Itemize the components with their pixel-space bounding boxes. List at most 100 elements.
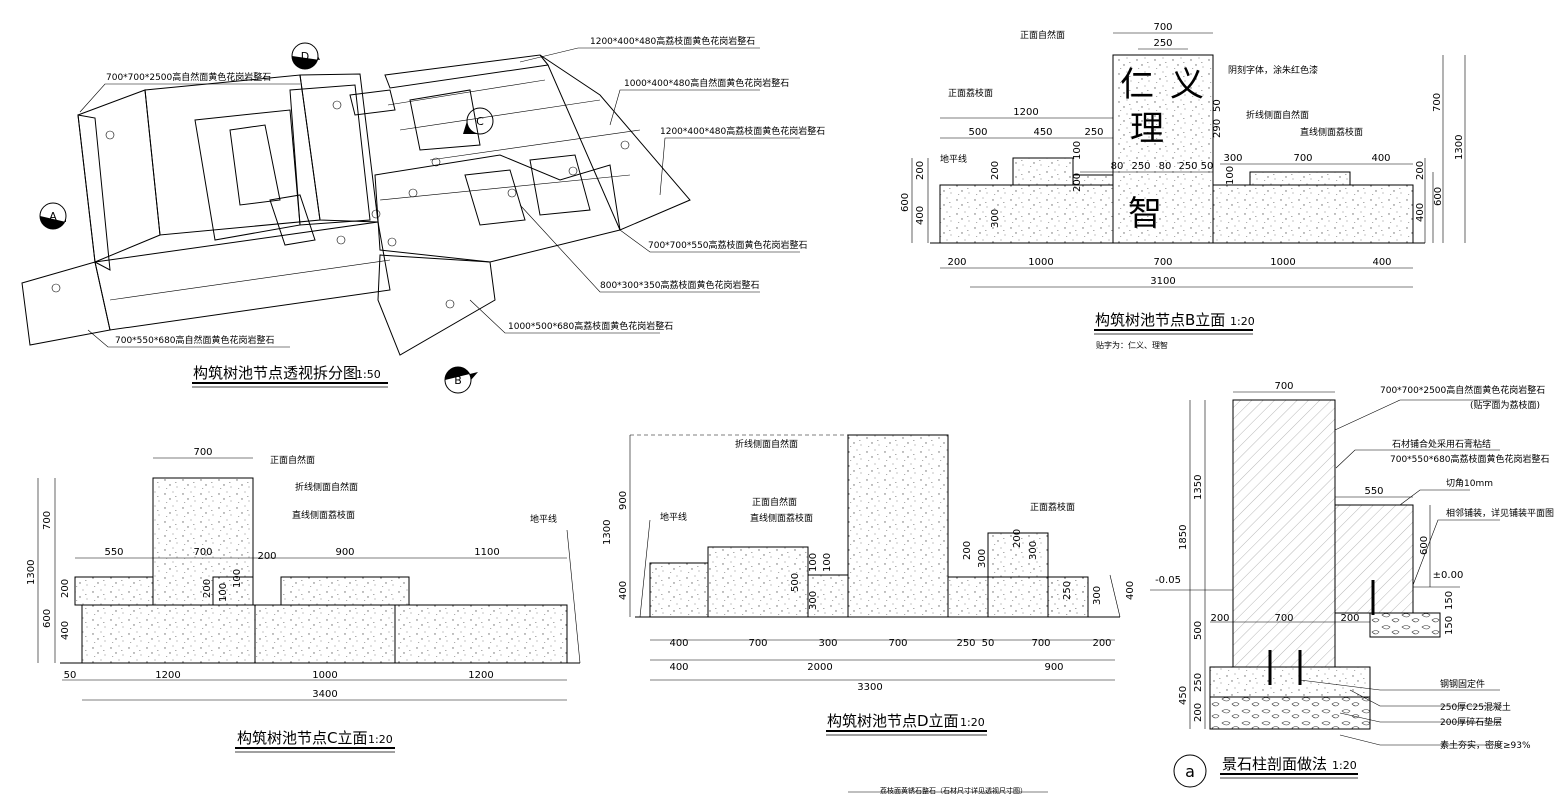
c-title: 构筑树池节点C立面 (237, 729, 367, 747)
c-dim-v-400: 400 (60, 621, 71, 640)
a-note-1: 700*700*2500高自然面黄色花岗岩整石 (1380, 384, 1545, 396)
c-note-ground: 地平线 (530, 513, 557, 525)
b-dim-mid-250b: 250 (1178, 161, 1197, 172)
a-level-minus: -0.05 (1155, 575, 1181, 586)
d-scale: 1:20 (960, 716, 985, 729)
d-dim-r1-250: 250 (956, 638, 975, 649)
a-level-zero: ±0.00 (1433, 570, 1464, 581)
a-dim-550: 550 (1364, 486, 1383, 497)
d-note-front-litchi: 正面荔枝面 (1030, 501, 1075, 513)
c-dim-1200a: 1200 (155, 670, 180, 681)
a-note-5: 切角10mm (1446, 477, 1493, 489)
a-note-8: 250厚C25混凝土 (1440, 701, 1511, 713)
a-dim-700b: 700 (1274, 613, 1293, 624)
b-dim-mid-300: 300 (1223, 153, 1242, 164)
b-dim-v-200c: 200 (915, 161, 926, 180)
b-dim-bot-700: 700 (1153, 257, 1172, 268)
c-note-front-natural: 正面自然面 (270, 454, 315, 466)
a-dim-v-1350: 1350 (1193, 475, 1204, 500)
section-marker-b: B (444, 366, 478, 394)
b-note-front-litchi: 正面荔枝面 (948, 87, 993, 99)
d-dim-v-300b: 300 (1028, 541, 1039, 560)
d-dim-v-1300: 1300 (602, 520, 613, 545)
marker-b-label: B (454, 374, 462, 387)
d-dim-v-100a: 100 (808, 553, 819, 572)
iso-label-6: 800*300*350高荔枝面黄色花岗岩整石 (600, 279, 760, 291)
b-dim-v-290a: 290 (1212, 119, 1223, 138)
a-dim-200b: 200 (1340, 613, 1359, 624)
d-dim-r1-50: 50 (982, 638, 995, 649)
b-char-3: 理 (1130, 109, 1164, 149)
a-dim-v-1850: 1850 (1178, 525, 1189, 550)
b-dim-mid-700: 700 (1293, 153, 1312, 164)
d-dim-v-400b: 400 (1125, 581, 1136, 600)
b-dim-v-100b: 100 (1225, 166, 1236, 185)
b-dim-v-400a: 400 (915, 206, 926, 225)
c-dim-200: 200 (257, 551, 276, 562)
b-char-1: 仁 (1120, 65, 1154, 105)
footer-partial-note: 荔枝面黄锈石整石（石材尺寸详见透视尺寸图） (880, 786, 1027, 794)
c-dim-v-700: 700 (42, 511, 53, 530)
b-dim-v-1300: 1300 (1454, 135, 1465, 160)
d-dim-r1-700a: 700 (748, 638, 767, 649)
d-dim-v-250: 250 (1062, 581, 1073, 600)
d-dim-v-900: 900 (618, 491, 629, 510)
b-dim-total: 3100 (1150, 276, 1175, 287)
a-dim-200a: 200 (1210, 613, 1229, 624)
d-note-fold-side: 折线侧面自然面 (735, 438, 798, 450)
d-dim-v-500: 500 (790, 573, 801, 592)
d-dim-v-300c: 300 (1092, 586, 1103, 605)
b-note-ground: 地平线 (940, 153, 967, 165)
a-scale: 1:20 (1332, 759, 1357, 772)
c-dim-700b: 700 (193, 547, 212, 558)
c-dim-v-600: 600 (42, 609, 53, 628)
a-note-4: 700*550*680高荔枝面黄色花岗岩整石 (1390, 453, 1550, 465)
marker-a-label: A (49, 210, 57, 223)
a-title: 景石柱剖面做法 (1222, 755, 1327, 773)
c-note-straight-side: 直线侧面荔枝面 (292, 509, 355, 521)
section-marker-a: A (39, 202, 67, 230)
d-dim-v-300: 300 (808, 591, 819, 610)
d-dim-r1-200: 200 (1092, 638, 1111, 649)
c-dim-v-1300: 1300 (26, 560, 37, 585)
d-dim-v-200a: 200 (962, 541, 973, 560)
b-char-4: 智 (1128, 194, 1162, 234)
d-dim-v-400: 400 (618, 581, 629, 600)
iso-label-4: 1200*400*480高荔枝面黄色花岗岩整石 (660, 125, 825, 137)
c-dim-550: 550 (104, 547, 123, 558)
b-dim-bot-1000b: 1000 (1270, 257, 1295, 268)
b-dim-mid-50: 50 (1201, 161, 1214, 172)
d-dim-r2-400: 400 (669, 662, 688, 673)
d-note-straight-side: 直线侧面荔枝面 (750, 512, 813, 524)
iso-label-3: 1000*400*480高自然面黄色花岗岩整石 (624, 77, 789, 89)
elevation-b: 仁 义 理 智 智 正面自然面 阴刻字体，涂朱红色漆 正面荔枝面 (900, 22, 1466, 350)
c-dim-v-100b: 100 (232, 569, 243, 588)
b-dim-v-200b: 200 (990, 161, 1001, 180)
section-a: 700*700*2500高自然面黄色花岗岩整石 (贴字面为荔枝面) 石材铺合处采… (1150, 381, 1554, 788)
d-note-front-natural: 正面自然面 (752, 496, 797, 508)
marker-d-label: D (301, 50, 309, 63)
b-dim-top-250: 250 (1153, 38, 1172, 49)
b-note-straight-side: 直线侧面荔枝面 (1300, 126, 1363, 138)
iso-view: 700*700*2500高自然面黄色花岗岩整石 1200*400*480高荔枝面… (21, 35, 825, 394)
b-scale: 1:20 (1230, 315, 1255, 328)
b-dim-mid-400: 400 (1371, 153, 1390, 164)
b-dim-v-400b: 400 (1415, 203, 1426, 222)
d-dim-v-200b: 200 (1012, 529, 1023, 548)
b-dim-v-200a: 200 (1072, 173, 1083, 192)
b-dim-v-100: 100 (1072, 141, 1083, 160)
iso-label-7: 1000*500*680高荔枝面黄色花岗岩整石 (508, 320, 673, 332)
d-dim-r1-700b: 700 (888, 638, 907, 649)
c-dim-top-700: 700 (193, 447, 212, 458)
b-dim-bot-400: 400 (1372, 257, 1391, 268)
iso-blocks (21, 54, 691, 356)
b-dim-v-700: 700 (1432, 93, 1443, 112)
a-dim-v-600: 600 (1419, 536, 1430, 555)
d-dim-r1-700c: 700 (1031, 638, 1050, 649)
d-title: 构筑树池节点D立面 (827, 712, 959, 730)
b-dim-mid-80a: 80 (1111, 161, 1124, 172)
c-dim-50: 50 (64, 670, 77, 681)
iso-scale: 1:50 (356, 368, 381, 381)
b-dim-mid-80b: 80 (1159, 161, 1172, 172)
